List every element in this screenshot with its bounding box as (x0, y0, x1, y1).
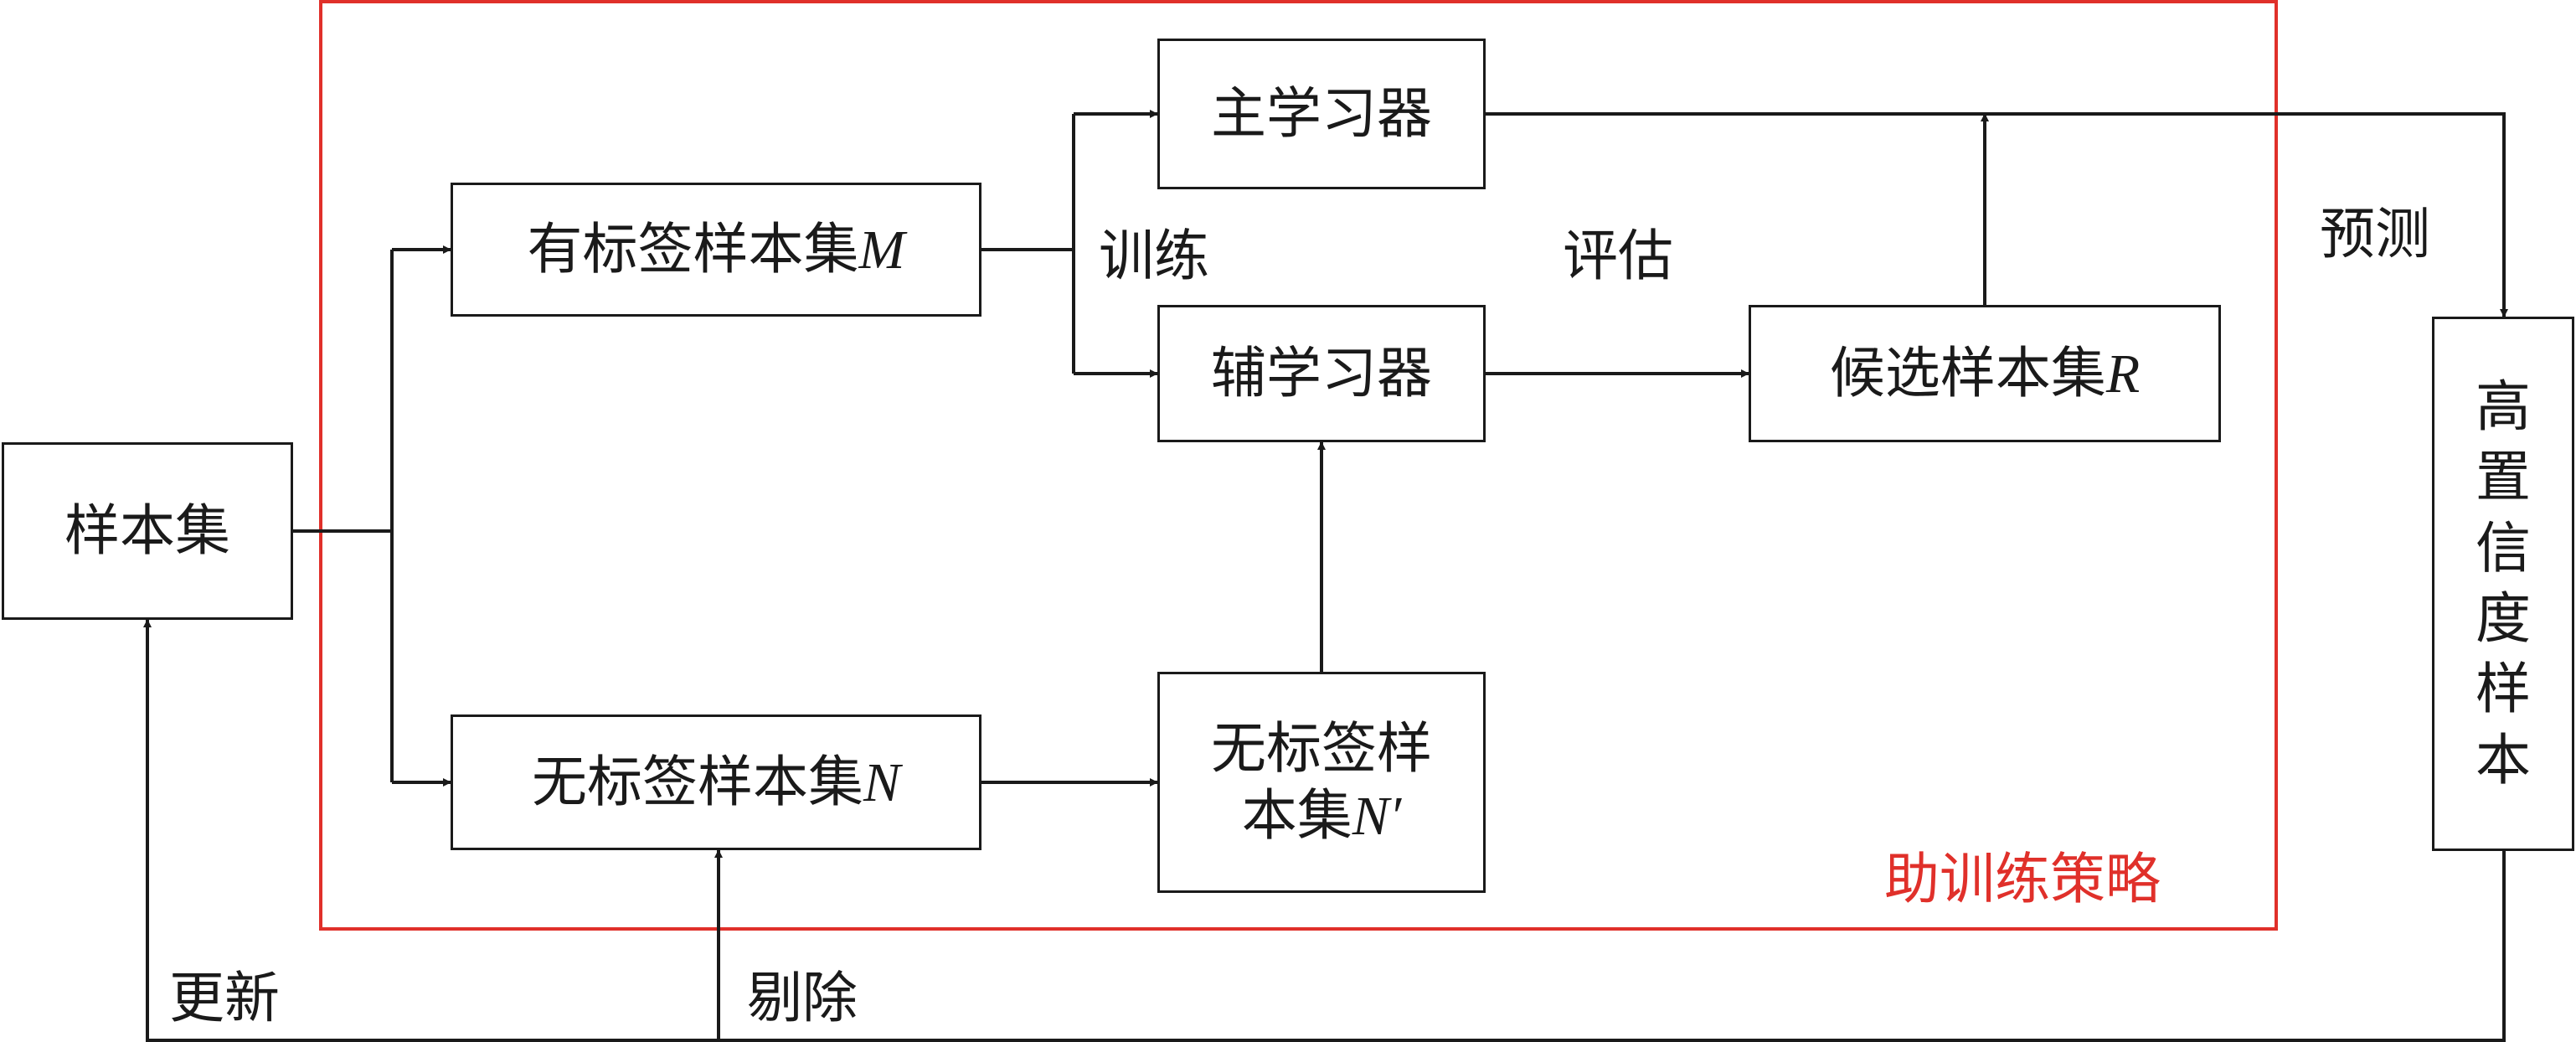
evaluate-label: 评估 (1563, 224, 1673, 288)
labeled-set-var: M (858, 219, 905, 281)
region-label: 助训练策略 (1884, 847, 2161, 911)
unlabeled-set-label: 无标签样本集 (531, 749, 863, 814)
unlabeled-set-var: N (863, 751, 901, 813)
candidate-set-box: 候选样本集R (1749, 305, 2221, 442)
assist-training-region (319, 0, 2278, 931)
unlabeled-subset-line2: 本集 (1241, 782, 1352, 848)
main-learner-label: 主学习器 (1211, 81, 1432, 147)
train-label: 训练 (1099, 224, 1209, 288)
remove-label: 剔除 (747, 966, 858, 1030)
high-conf-char-5: 样 (2476, 657, 2531, 722)
high-conf-char-6: 本 (2476, 727, 2531, 792)
high-conf-char-4: 度 (2476, 586, 2531, 651)
unlabeled-set-box: 无标签样本集N (451, 714, 981, 850)
feedback-loop-arrow (143, 619, 2506, 1042)
update-label: 更新 (169, 966, 280, 1030)
sample-set-box: 样本集 (2, 442, 293, 620)
aux-learner-label: 辅学习器 (1211, 341, 1432, 406)
labeled-set-label: 有标签样本集 (527, 216, 859, 281)
main-learner-box: 主学习器 (1157, 39, 1486, 189)
unlabeled-subset-var: N′ (1352, 785, 1402, 847)
main-to-prediction-arrow (1486, 112, 2508, 317)
sample-set-label: 样本集 (64, 498, 230, 564)
high-conf-char-3: 信 (2476, 515, 2531, 580)
candidate-set-var: R (2105, 343, 2141, 405)
high-conf-char-1: 高 (2476, 374, 2531, 439)
high-confidence-box: 高 置 信 度 样 本 (2432, 317, 2574, 851)
labeled-set-box: 有标签样本集M (451, 183, 981, 317)
aux-learner-box: 辅学习器 (1157, 305, 1486, 442)
unlabeled-subset-box: 无标签样 本集N′ (1157, 672, 1486, 893)
predict-label: 预测 (2320, 202, 2430, 266)
unlabeled-subset-line1: 无标签样 (1211, 716, 1432, 782)
high-conf-char-2: 置 (2476, 445, 2531, 510)
candidate-set-label: 候选样本集 (1829, 340, 2106, 405)
